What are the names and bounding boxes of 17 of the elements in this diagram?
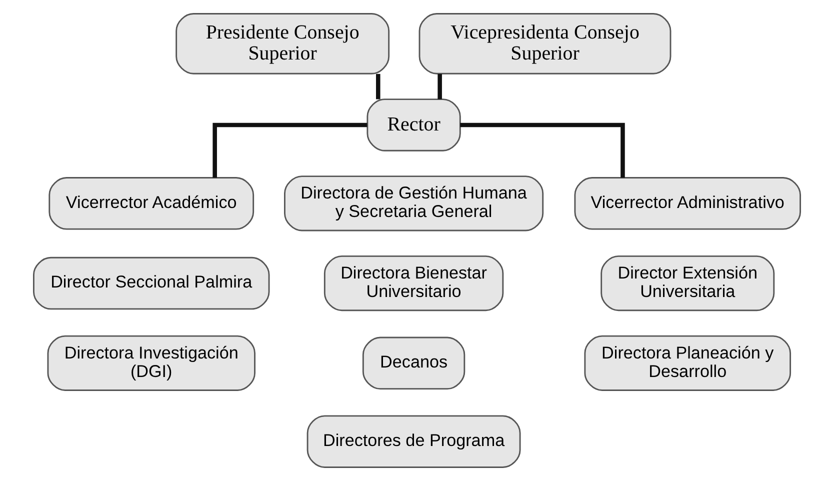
node-box: Vicepresidenta Consejo Superior (418, 13, 672, 74)
node-box: Director Extensión Universitaria (600, 255, 775, 312)
node-box: Vicerrector Administrativo (574, 177, 801, 230)
node-box: Vicerrector Académico (48, 177, 254, 230)
node-box: Directora Planeación y Desarrollo (584, 335, 792, 391)
node-box: Directora Bienestar Universitario (324, 255, 504, 312)
node-box: Rector (366, 98, 461, 152)
node-box: Director Seccional Palmira (33, 256, 270, 310)
connector (460, 122, 625, 178)
connector (376, 74, 380, 100)
connector (212, 122, 368, 178)
node-box: Presidente Consejo Superior (176, 13, 390, 74)
node-box: Directores de Programa (306, 415, 521, 468)
connector (438, 74, 442, 100)
node-box: Directora de Gestión Humana y Secretaria General (284, 176, 544, 232)
node-box: Decanos (362, 336, 466, 390)
node-box: Directora Investigación (DGI) (47, 335, 256, 391)
